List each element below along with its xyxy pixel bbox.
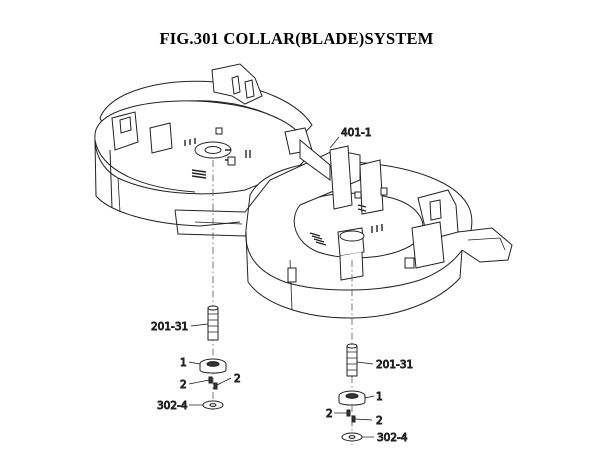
left-key-parts [208, 376, 218, 390]
figure-title: FIG.301 COLLAR(BLADE)SYSTEM [159, 29, 434, 48]
callout-right-spindle: 201-31 [376, 359, 413, 371]
callout-labels: 401-1 201-31 1 2 2 302-4 201-31 1 2 2 30… [151, 127, 414, 445]
callout-left-spindle: 201-31 [151, 321, 188, 333]
left-blade-collar [199, 358, 227, 374]
right-washer [341, 432, 363, 442]
callout-frame: 401-1 [341, 127, 372, 139]
callout-right-washer: 302-4 [377, 432, 408, 444]
leader-lines [188, 136, 375, 438]
callout-right-key-a: 2 [326, 408, 333, 420]
right-blade-collar [338, 390, 366, 406]
mower-deck [94, 63, 513, 319]
callout-right-collar: 1 [376, 391, 383, 403]
left-washer [202, 400, 224, 410]
right-key-parts [346, 409, 356, 423]
left-spindle-stack [199, 305, 227, 410]
right-spindle-shaft [346, 343, 358, 377]
callout-left-key-a: 2 [180, 379, 187, 391]
callout-right-key-b: 2 [376, 415, 383, 427]
callout-left-collar: 1 [180, 357, 187, 369]
callout-left-key-b: 2 [234, 373, 241, 385]
right-spindle-stack [338, 343, 366, 442]
left-spindle-shaft [207, 305, 219, 341]
callout-left-washer: 302-4 [157, 400, 188, 412]
